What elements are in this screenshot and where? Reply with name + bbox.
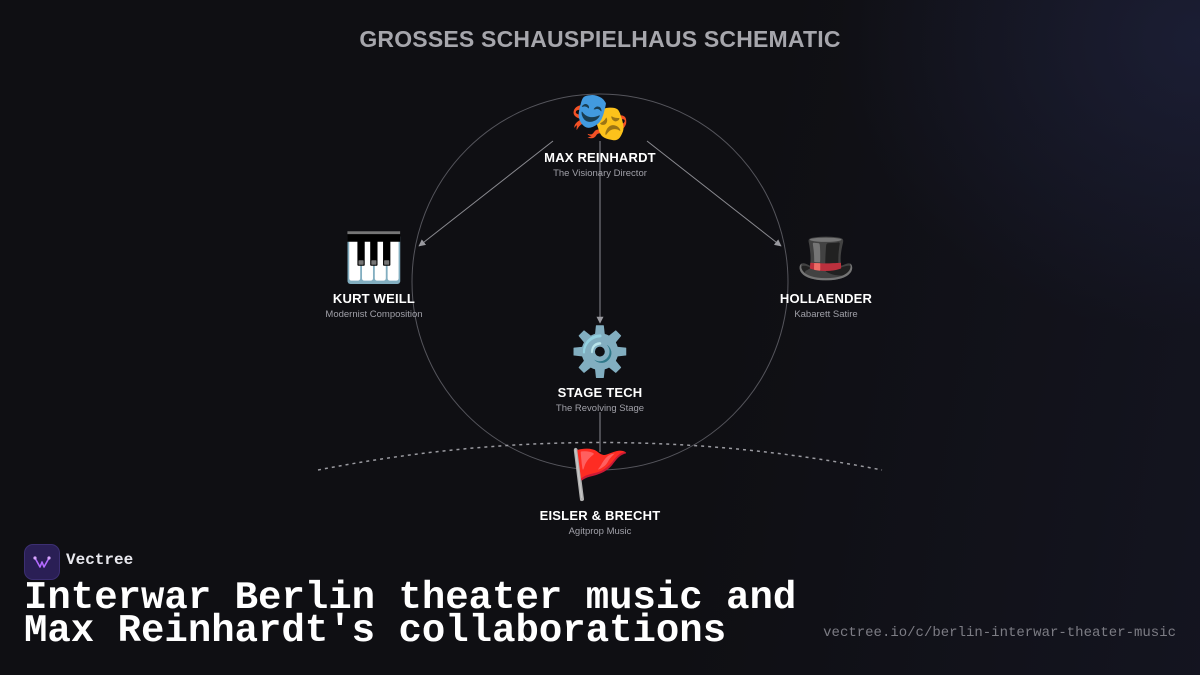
- headline: Interwar Berlin theater music and Max Re…: [24, 576, 804, 653]
- node-hollaender[interactable]: 🎩 HOLLAENDER Kabarett Satire: [716, 231, 936, 320]
- node-kurt-weill[interactable]: 🎹 KURT WEILL Modernist Composition: [264, 231, 484, 320]
- top-hat-icon: 🎩: [796, 232, 856, 285]
- headline-line-1: Interwar Berlin theater music and: [24, 576, 797, 620]
- red-flag-icon: 🚩: [570, 449, 630, 502]
- brand-name: Vectree: [66, 551, 134, 569]
- edge-reinhardt-weill: [418, 140, 554, 247]
- piano-keys-icon: 🎹: [344, 232, 404, 285]
- stage-circle: [411, 93, 789, 471]
- node-subtitle: The Revolving Stage: [555, 403, 645, 414]
- node-subtitle: The Visionary Director: [553, 168, 647, 179]
- vectree-logo-icon: [24, 544, 60, 580]
- node-subtitle: Modernist Composition: [325, 309, 423, 320]
- node-subtitle: Agitprop Music: [568, 526, 632, 537]
- edge-reinhardt-hollaender: [646, 140, 782, 247]
- node-name: HOLLAENDER: [779, 291, 873, 306]
- diagram-title: GROSSES SCHAUSPIELHAUS SCHEMATIC: [359, 26, 841, 52]
- stage-apron-arc: [317, 441, 883, 471]
- node-name: KURT WEILL: [332, 291, 416, 306]
- node-name: MAX REINHARDT: [544, 150, 656, 165]
- theater-masks-icon: 🎭: [570, 91, 630, 144]
- source-url[interactable]: vectree.io/c/berlin-interwar-theater-mus…: [823, 625, 1176, 641]
- node-name: EISLER & BRECHT: [539, 508, 661, 523]
- node-max-reinhardt[interactable]: 🎭 MAX REINHARDT The Visionary Director: [490, 90, 710, 179]
- headline-line-2: Max Reinhardt's collaborations: [24, 609, 727, 653]
- node-eisler-brecht[interactable]: 🚩 EISLER & BRECHT Agitprop Music: [490, 448, 710, 537]
- gear-icon: ⚙️: [570, 326, 630, 379]
- node-stage-tech[interactable]: ⚙️ STAGE TECH The Revolving Stage: [490, 325, 710, 414]
- node-name: STAGE TECH: [557, 385, 643, 400]
- node-subtitle: Kabarett Satire: [794, 309, 858, 320]
